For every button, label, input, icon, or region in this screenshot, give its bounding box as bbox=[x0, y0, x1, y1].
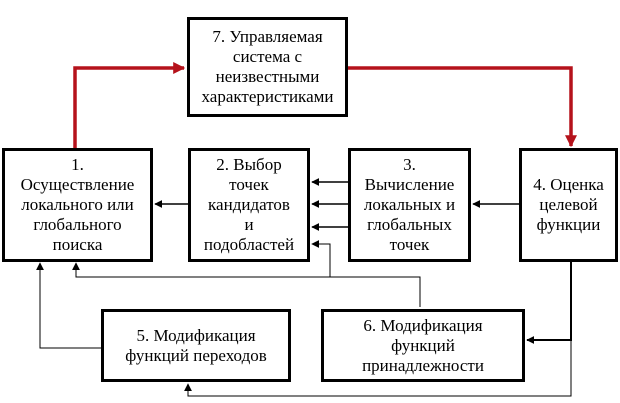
edge-4-to-5 bbox=[184, 340, 572, 397]
edge-4-to-6 bbox=[526, 262, 572, 344]
node-controlled-system-label: 7. Управляемая система с неизвестными ха… bbox=[201, 27, 334, 106]
node-point-computation-label: 3. Вычисление локальных и глобальных точ… bbox=[363, 155, 456, 254]
edge-5-to-1 bbox=[36, 262, 101, 349]
node-transition-modification: 5. Модификация функций переходов bbox=[101, 309, 291, 382]
node-controlled-system: 7. Управляемая система с неизвестными ха… bbox=[187, 17, 348, 117]
node-candidate-selection-label: 2. Выбор точек кандидатов и подобластей bbox=[203, 155, 295, 254]
node-objective-evaluation: 4. Оценка целевой функции bbox=[519, 148, 618, 262]
edge-7-to-4 bbox=[348, 66, 577, 148]
node-membership-modification: 6. Модификация функций принадлежности bbox=[321, 309, 525, 382]
node-search-label: 1. Осуществление локального или глобальн… bbox=[20, 155, 135, 254]
node-candidate-selection: 2. Выбор точек кандидатов и подобластей bbox=[188, 148, 310, 262]
edge-return-into-2 bbox=[311, 240, 331, 277]
node-membership-modification-label: 6. Модификация функций принадлежности bbox=[362, 315, 484, 375]
node-transition-modification-label: 5. Модификация функций переходов bbox=[125, 325, 267, 365]
edge-1-to-7 bbox=[73, 62, 186, 148]
node-objective-evaluation-label: 4. Оценка целевой функции bbox=[533, 175, 604, 234]
node-search: 1. Осуществление локального или глобальн… bbox=[2, 148, 153, 262]
edge-feedback-to-1 bbox=[72, 262, 421, 307]
node-point-computation: 3. Вычисление локальных и глобальных точ… bbox=[348, 148, 471, 262]
